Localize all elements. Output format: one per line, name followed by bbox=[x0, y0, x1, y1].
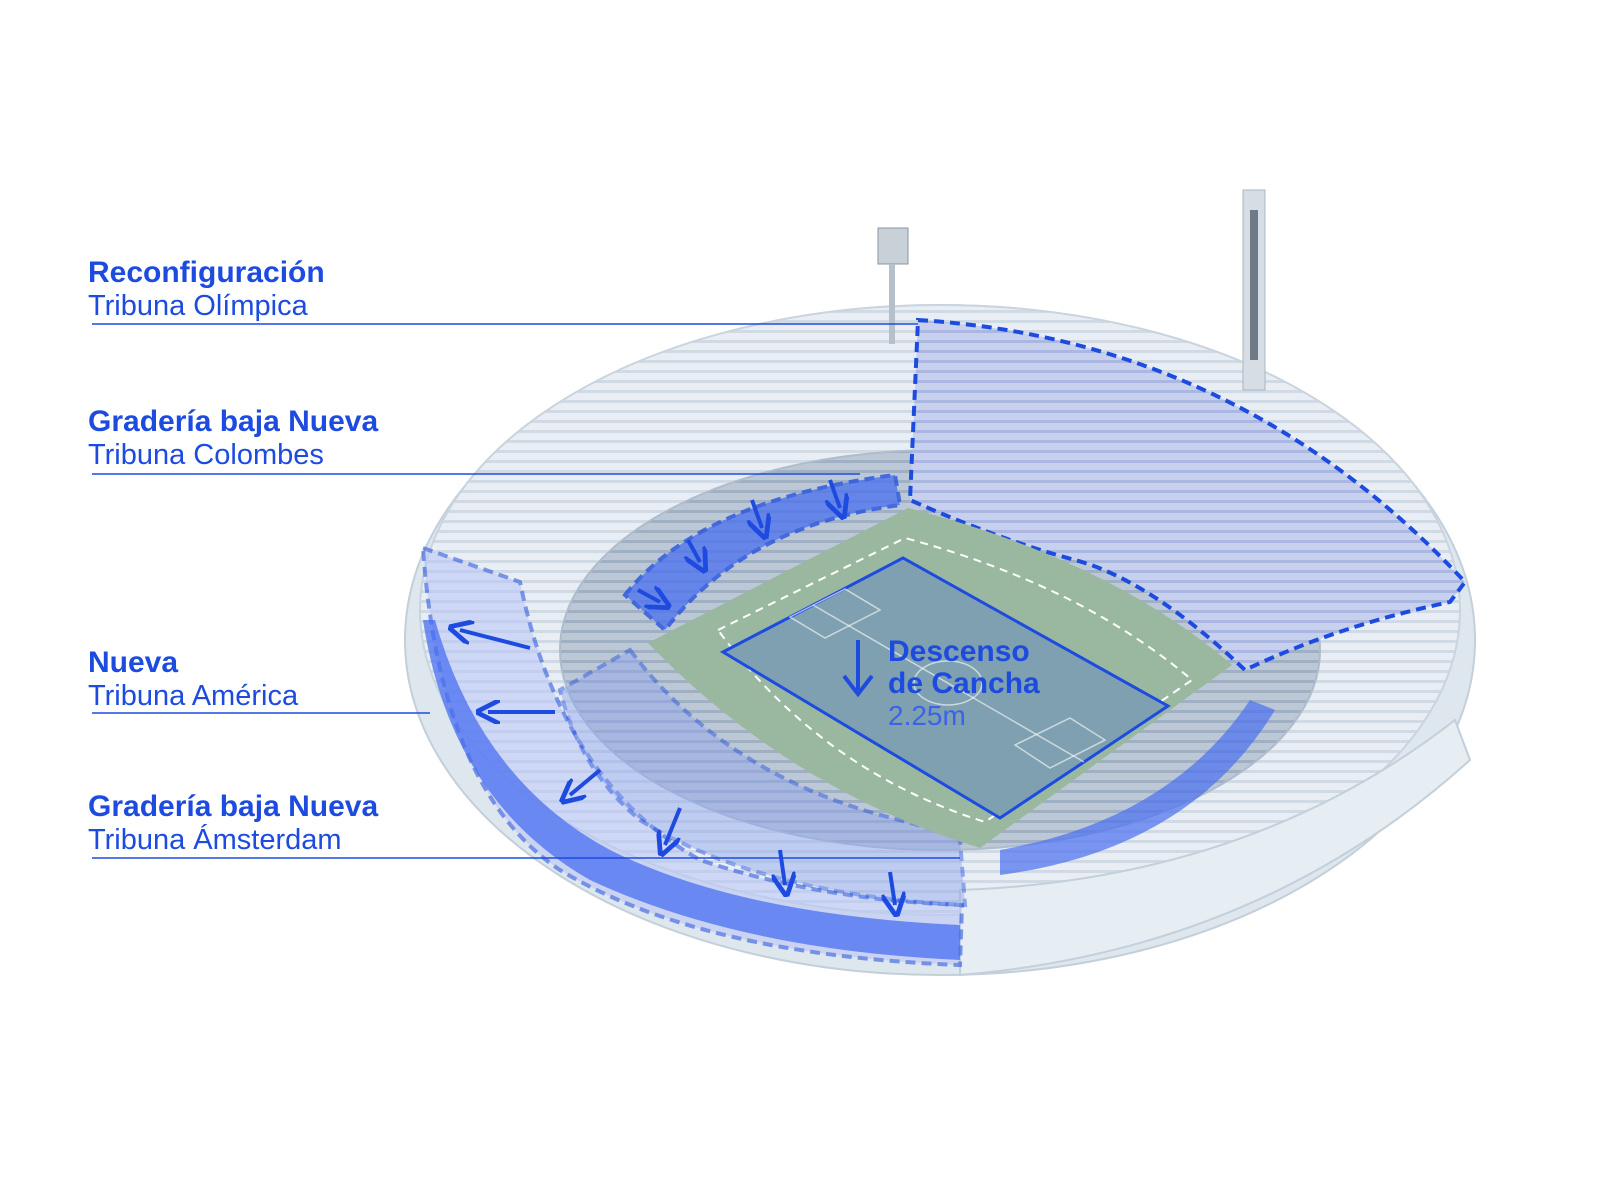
label-tribuna-america: Nueva Tribuna América bbox=[88, 646, 298, 713]
label-subtitle: Tribuna Ámsterdam bbox=[88, 824, 342, 856]
field-descent-label: Descenso de Cancha 2.25m bbox=[888, 636, 1040, 732]
label-title: Nueva bbox=[88, 646, 179, 679]
field-title-line1: Descenso bbox=[888, 635, 1030, 668]
tribuna-olimpica-zone bbox=[907, 317, 1468, 673]
light-tower-right bbox=[1242, 189, 1266, 391]
tribuna-amsterdam-zone bbox=[557, 647, 1275, 908]
field-descent-arrow bbox=[842, 640, 874, 698]
light-tower-left bbox=[877, 227, 909, 344]
label-title: Gradería baja Nueva bbox=[88, 790, 379, 823]
expansion-arrows bbox=[460, 479, 895, 905]
label-title: Gradería baja Nueva bbox=[88, 405, 379, 438]
label-title: Reconfiguración bbox=[88, 256, 325, 289]
label-tribuna-amsterdam: Gradería baja Nueva Tribuna Ámsterdam bbox=[88, 790, 378, 857]
field-depth: 2.25m bbox=[888, 700, 966, 731]
label-subtitle: Tribuna Colombes bbox=[88, 439, 324, 471]
pitch bbox=[648, 508, 1232, 848]
label-tribuna-colombes: Gradería baja Nueva Tribuna Colombes bbox=[88, 405, 378, 472]
label-tribuna-olimpica: Reconfiguración Tribuna Olímpica bbox=[88, 256, 325, 323]
label-subtitle: Tribuna Olímpica bbox=[88, 290, 308, 322]
leader-lines bbox=[92, 323, 960, 859]
label-subtitle: Tribuna América bbox=[88, 680, 299, 712]
field-title-line2: de Cancha bbox=[888, 667, 1040, 700]
tribuna-america-zone bbox=[420, 545, 965, 968]
